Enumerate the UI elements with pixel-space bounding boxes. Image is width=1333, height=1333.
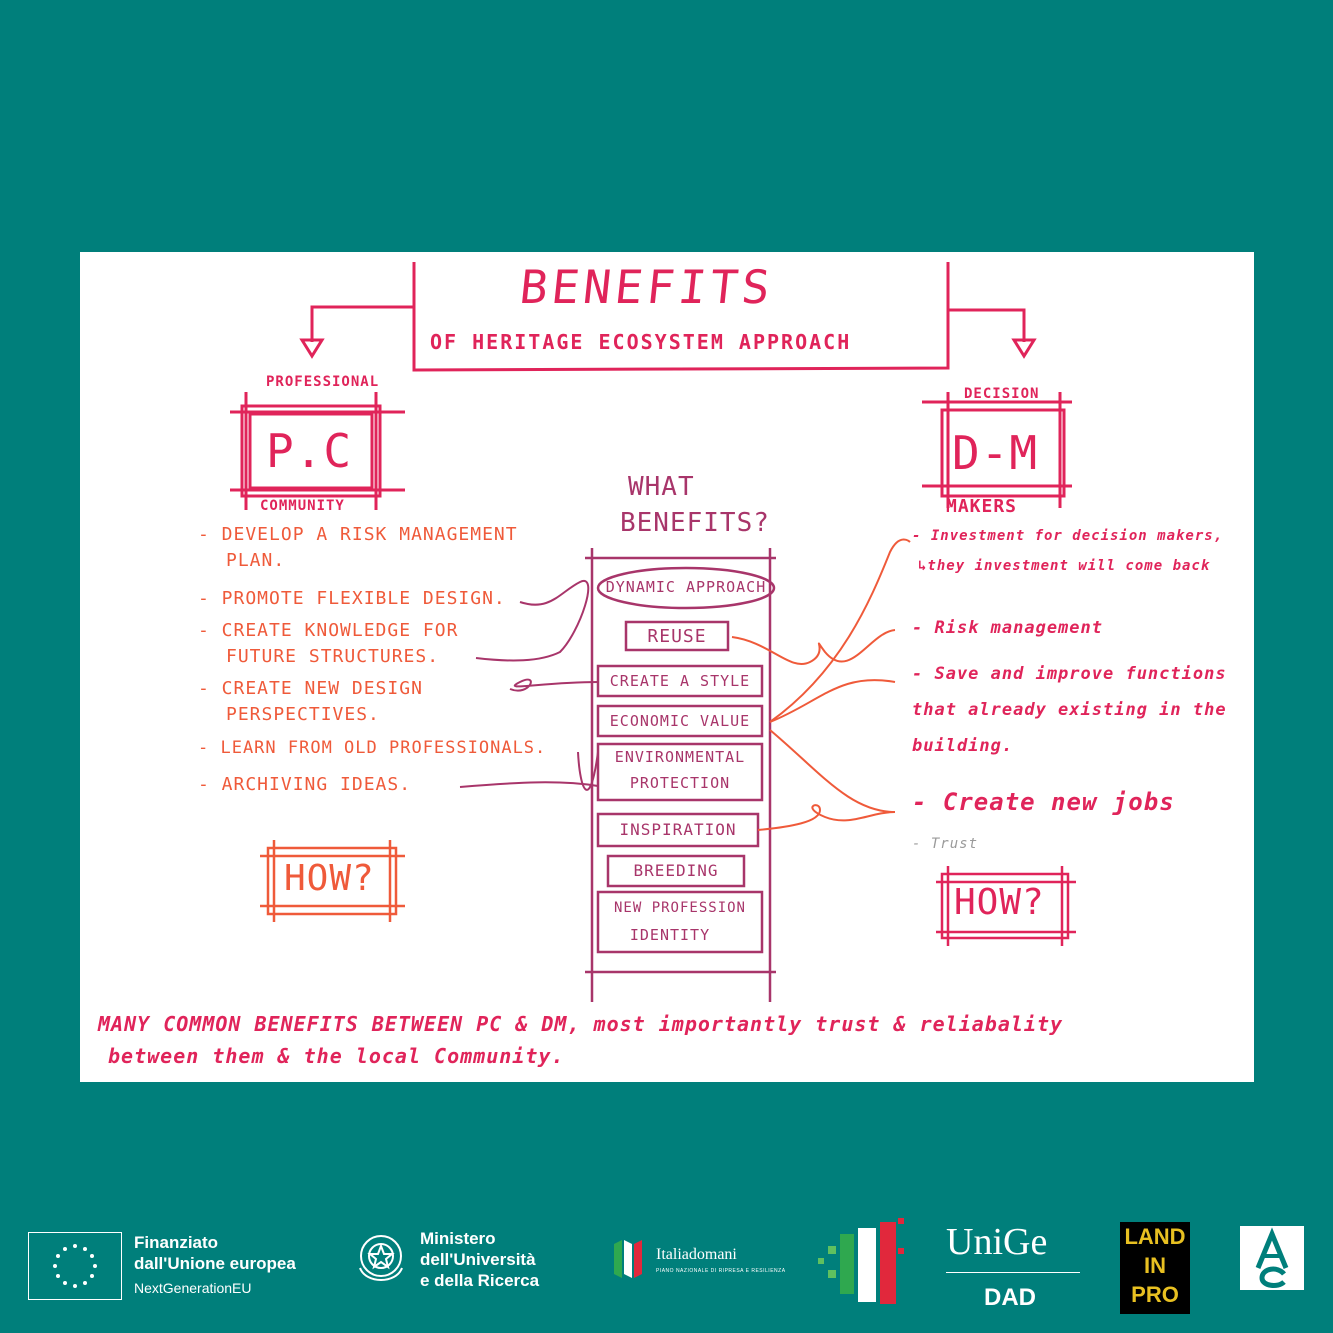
eu-line2: dall'Unione europea [134, 1254, 296, 1273]
unige-divider [946, 1272, 1080, 1273]
pc-letters: P.C [266, 424, 353, 478]
italiadomani-subtext: PIANO NAZIONALE DI RIPRESA E RESILIENZA [656, 1268, 786, 1274]
center-heading-line1: WHAT [628, 472, 695, 502]
eu-line3: NextGenerationEU [134, 1280, 252, 1296]
pc-top-label: PROFESSIONAL [266, 374, 380, 390]
stack-item: BREEDING [633, 861, 719, 880]
stack-item: PROTECTION [629, 774, 731, 792]
dm-bottom-label: MAKERS [946, 496, 1018, 517]
right-list-item: ↳they investment will come back [918, 558, 1211, 574]
sketch-lines [230, 262, 1076, 1002]
stack-item: DYNAMIC APPROACH [605, 578, 767, 596]
how-left-frame [260, 840, 405, 922]
ministry-text: Ministero dell'Università e della Ricerc… [420, 1228, 539, 1291]
how-right: HOW? [954, 882, 1045, 923]
italiadomani-flag-icon [614, 1240, 642, 1278]
stack-item: REUSE [647, 626, 707, 647]
left-list-item: - PROMOTE FLEXIBLE DESIGN. [198, 588, 506, 609]
landinpro-logo: LAND IN PRO [1120, 1222, 1190, 1314]
eu-funding-text: Finanziato dall'Unione europea [134, 1232, 296, 1274]
pc-bottom-label: COMMUNITY [260, 498, 345, 514]
left-list-item: PLAN. [226, 550, 286, 571]
pixel-flag-icon [818, 1218, 904, 1304]
title-bracket [299, 262, 1037, 372]
landinpro-line1: LAND [1124, 1224, 1186, 1249]
stack-item: NEW PROFESSION [613, 900, 746, 916]
unige-logo-text: UniGe [946, 1221, 1048, 1263]
stack-item: INSPIRATION [619, 820, 737, 839]
left-list-item: - ARCHIVING IDEAS. [198, 774, 412, 795]
stack-item: IDENTITY [629, 926, 711, 944]
right-list-item: that already existing in the [912, 700, 1227, 720]
left-connectors [459, 579, 599, 791]
right-list-item: - Investment for decision makers, [912, 528, 1224, 544]
dm-box-frame [922, 392, 1072, 508]
landinpro-line3: PRO [1131, 1282, 1179, 1307]
left-list-item: - DEVELOP A RISK MANAGEMENT [198, 524, 518, 545]
how-left: HOW? [284, 858, 375, 899]
left-list-item: - CREATE NEW DESIGN [198, 678, 423, 699]
how-right-frame [936, 866, 1076, 946]
eu-flag-icon [28, 1232, 122, 1300]
left-list-item: - CREATE KNOWLEDGE FOR [198, 620, 459, 641]
right-list-item: - Create new jobs [912, 788, 1175, 816]
whiteboard-sketch: BENEFITS OF HERITAGE ECOSYSTEM APPROACH … [80, 252, 1254, 1082]
left-list-item: PERSPECTIVES. [226, 704, 380, 725]
footer-line2: between them & the local Community. [108, 1044, 565, 1068]
center-heading-line2: BENEFITS? [620, 508, 770, 538]
stack-item: ECONOMIC VALUE [609, 712, 751, 730]
landinpro-line2: IN [1144, 1253, 1166, 1278]
right-list-item: - Save and improve functions [912, 664, 1227, 684]
dm-top-label: DECISION [964, 386, 1040, 402]
italiadomani-text: Italiadomani [656, 1246, 737, 1263]
stack-item: ENVIRONMENTAL [614, 748, 746, 766]
right-list-item: - Risk management [912, 618, 1103, 638]
left-list-item: FUTURE STRUCTURES. [226, 646, 440, 667]
ac-logo-icon [1240, 1226, 1304, 1290]
left-list-item: - LEARN FROM OLD PROFESSIONALS. [198, 738, 547, 758]
footer-line1: MANY COMMON BENEFITS BETWEEN PC & DM, mo… [98, 1012, 1064, 1036]
pc-box-frame [230, 392, 405, 510]
eu-line1: Finanziato [134, 1233, 219, 1252]
stack-item: CREATE A STYLE [609, 672, 751, 690]
mur-line2: dell'Università [420, 1250, 536, 1269]
right-connectors [731, 538, 911, 831]
mur-line3: e della Ricerca [420, 1271, 540, 1290]
funding-logos-bar: Finanziato dall'Unione europea NextGener… [0, 1200, 1333, 1333]
dm-letters: D-M [952, 426, 1039, 480]
italian-emblem-icon [359, 1235, 403, 1281]
poster-title: BENEFITS [517, 260, 777, 314]
right-list-item: - Trust [912, 836, 979, 852]
dad-text: DAD [984, 1284, 1036, 1311]
mur-line1: Ministero [420, 1229, 496, 1248]
poster-subtitle: OF HERITAGE ECOSYSTEM APPROACH [430, 330, 852, 354]
right-list-item: building. [912, 736, 1014, 756]
